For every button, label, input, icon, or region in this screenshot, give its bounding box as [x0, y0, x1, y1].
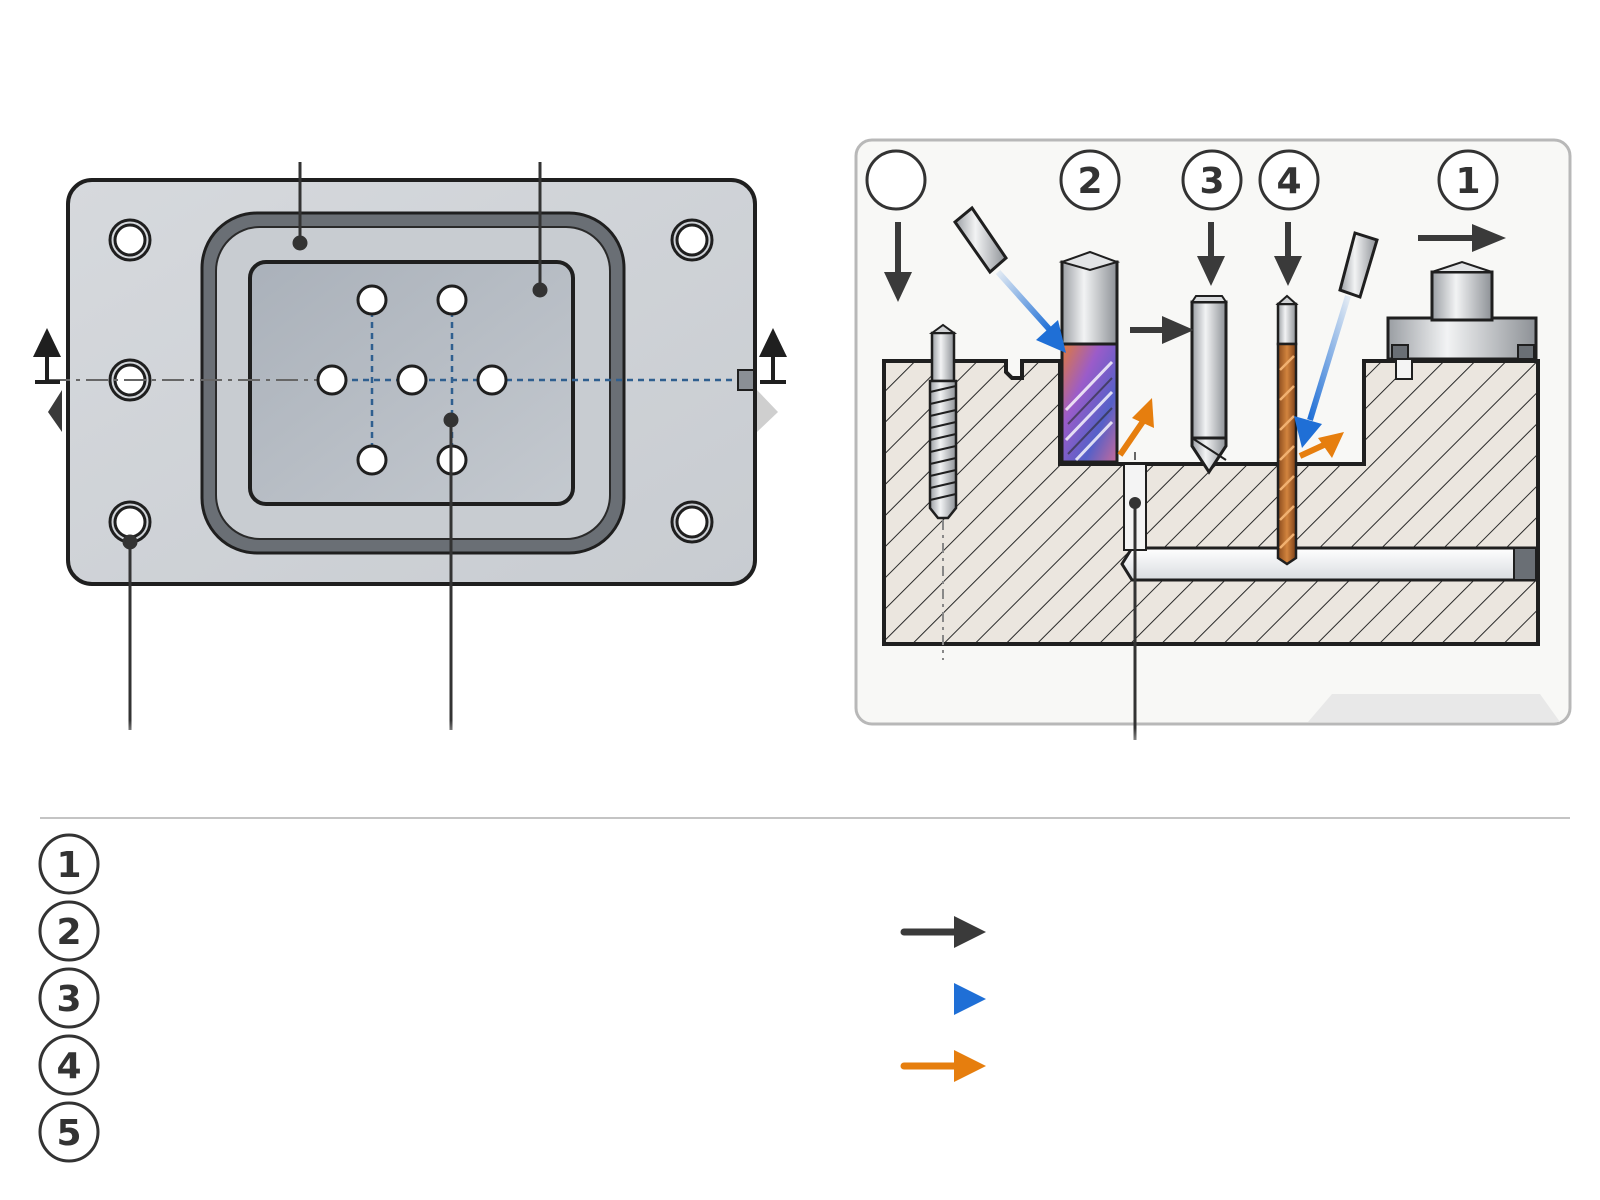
legend-item-3: 3 — [38, 967, 100, 1029]
legend-item-5: 5 — [38, 1101, 100, 1163]
section-callout-empty — [865, 149, 927, 211]
section-callout-2: 2 — [1059, 149, 1121, 211]
section-view-panel: 2 3 4 1 — [854, 138, 1572, 758]
legend-number: 5 — [56, 1113, 81, 1154]
bolt-hole — [670, 500, 714, 544]
tap-tool — [928, 323, 958, 660]
legend-item-4: 4 — [38, 1034, 100, 1096]
legend-item-1: 1 — [38, 833, 100, 895]
legend-number: 1 — [56, 845, 81, 886]
traverse-arrow — [1130, 316, 1194, 344]
blue-arrow-icon — [900, 983, 986, 1015]
chamfer-tool — [1190, 295, 1228, 475]
callout-number: 4 — [1276, 161, 1301, 202]
legend-numbers: 1 2 3 4 5 — [38, 833, 100, 1163]
clamp-fixture — [1386, 260, 1538, 380]
dark-arrow-icon — [900, 916, 986, 948]
pocket-hole — [316, 284, 508, 476]
orange-arrow-icon — [900, 1050, 986, 1082]
chip-flow-arrow — [1117, 398, 1154, 457]
section-arrow-right — [737, 328, 787, 391]
chip-flow-arrow — [1298, 432, 1344, 459]
section-callout-1: 1 — [1437, 149, 1499, 211]
drill-tool — [1275, 294, 1299, 566]
coolant-nozzle — [952, 205, 1008, 275]
callout-number: 2 — [1077, 161, 1102, 202]
legend-item-2: 2 — [38, 900, 100, 962]
bolt-hole — [108, 218, 152, 262]
legend-number: 2 — [56, 912, 81, 953]
legend-number: 3 — [56, 979, 81, 1020]
legend-arrows — [900, 916, 986, 1082]
coolant-flow-arrow — [995, 269, 1066, 353]
coolant-nozzle — [1338, 231, 1379, 299]
section-callout-4: 4 — [1258, 149, 1320, 211]
feed-arrow — [1274, 222, 1302, 286]
section-arrow-left — [33, 328, 61, 384]
callout-number: 3 — [1199, 161, 1224, 202]
end-mill-tool — [1058, 250, 1121, 464]
feed-arrow — [884, 222, 912, 302]
bolt-hole — [670, 218, 714, 262]
section-callout-3: 3 — [1181, 149, 1243, 211]
legend-number: 4 — [56, 1046, 81, 1087]
coolant-flow-arrow — [1294, 295, 1351, 448]
feed-arrow — [1197, 222, 1225, 286]
top-view-plate — [33, 132, 787, 750]
traverse-arrow — [1418, 224, 1506, 252]
callout-number: 1 — [1455, 161, 1480, 202]
